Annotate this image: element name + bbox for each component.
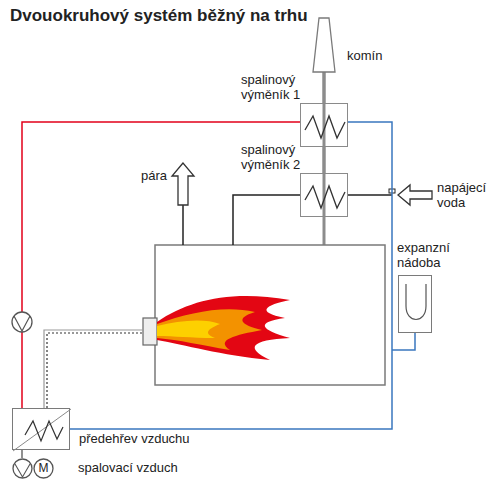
flame-inner [157,320,220,338]
background-art [44,70,432,408]
fan-circle [13,459,32,478]
exchanger-coil [305,116,345,138]
air-duct-dashed [47,333,143,408]
component-label: spalovací vzduch [78,460,248,475]
overlay-art [12,312,32,332]
node-outline [399,276,433,334]
flow-label: pára [141,168,181,183]
component-label: M [33,461,54,476]
pump-symbol [12,312,32,332]
component-label: předehřev vzduchu [79,431,249,446]
heat-exchanger: spalinový výměník 2 [300,173,348,217]
connector-layer [22,72,392,458]
node-outline [301,104,349,148]
chimney-outline [313,18,335,72]
expansion-pipe [392,333,415,350]
fan-symbol: spalovací vzduch [12,458,33,479]
flow-label: napájecí voda [437,180,497,210]
chimney-symbol: komín [313,18,335,72]
flame-middle [157,309,262,350]
pipe-connector [70,122,392,429]
heat-exchanger: spalinový výměník 1 [300,103,348,147]
pipe-connector [323,72,326,103]
motor-symbol: M [33,458,54,479]
pipe-connector [323,147,326,173]
component-label: expanzní nádoba [397,240,469,270]
flue-pipe [323,70,326,245]
component-label: spalinový výměník 2 [241,142,313,172]
tank-membrane [406,284,426,320]
feed-water-arrow [398,185,432,205]
pipe-connector [21,450,22,458]
node-outline [12,458,33,479]
preheater-coil [25,421,63,441]
diagram-title: Dvouokruhový systém běžný na trhu [10,6,308,26]
burner [143,318,157,345]
component-label: komín [347,48,407,63]
node-outline [13,409,71,451]
air-preheater: předehřev vzduchu [12,408,70,450]
steam-outlet [182,205,184,245]
flame-outer [157,296,290,360]
node-outline [313,18,335,72]
node-outline [301,174,349,218]
expansion-tank: expanzní nádoba [398,275,432,333]
preheater-divider [13,409,71,451]
exchanger-coil [305,186,345,208]
motor-circle [34,459,53,478]
steam-line [233,195,300,245]
pump-mark [14,316,30,331]
air-duct [44,330,143,408]
component-label: spalinový výměník 1 [241,72,313,102]
steam-arrow [172,163,194,205]
feed-line [348,194,392,196]
fan-mark [15,464,30,477]
boiler-body [155,245,385,385]
